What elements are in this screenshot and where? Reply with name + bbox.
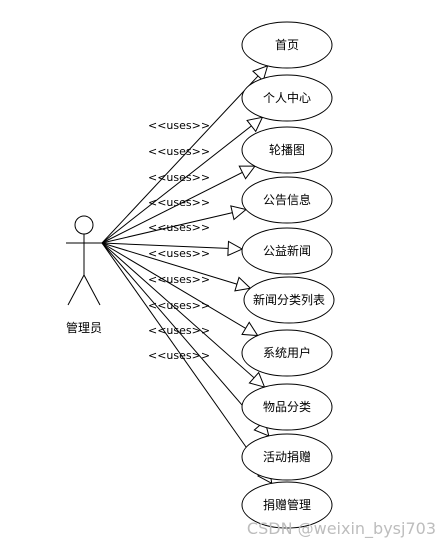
- use-case-label: 轮播图: [269, 143, 305, 157]
- use-case-ellipse: [241, 227, 333, 275]
- arrowhead: [230, 205, 248, 221]
- use-case-label: 个人中心: [263, 90, 311, 105]
- actor-right-leg: [83, 274, 101, 306]
- uses-label: <<uses>>: [148, 119, 210, 132]
- association-line: [101, 242, 243, 250]
- arrowhead: [227, 240, 244, 257]
- associations: [101, 64, 273, 485]
- association-line: [101, 209, 247, 244]
- use-case-ellipse: [241, 481, 333, 529]
- arrowhead: [238, 165, 256, 180]
- uses-label: <<uses>>: [148, 145, 210, 158]
- association-line: [101, 165, 256, 244]
- use-case-ellipse: [241, 21, 333, 69]
- association-line: [101, 242, 273, 484]
- association-line: [101, 242, 251, 289]
- use-case: 活动捐赠: [241, 433, 333, 481]
- association-line: [101, 242, 270, 437]
- use-case-ellipse: [241, 433, 333, 481]
- use-case: 物品分类: [241, 383, 333, 431]
- uses-label: <<uses>>: [148, 221, 210, 234]
- association-line: [101, 65, 268, 244]
- watermark: CSDN @weixin_bysj703: [247, 519, 436, 539]
- use-case: 公益新闻: [241, 227, 333, 275]
- uses-label: <<uses>>: [148, 299, 210, 312]
- use-case: 个人中心: [241, 74, 333, 122]
- uses-label: <<uses>>: [148, 273, 210, 286]
- use-case: 系统用户: [241, 329, 333, 377]
- actor-left-leg: [67, 274, 85, 306]
- use-case: 公告信息: [241, 176, 333, 224]
- actor-label: 管理员: [66, 320, 102, 335]
- actor-figure: [66, 215, 102, 306]
- uses-label: <<uses>>: [148, 196, 210, 209]
- association-line: [101, 242, 258, 336]
- use-case-ellipse: [243, 276, 335, 324]
- uses-label: <<uses>>: [148, 324, 210, 337]
- use-case-ellipse: [241, 329, 333, 377]
- use-case: 首页: [241, 21, 333, 69]
- use-case-ellipse: [241, 74, 333, 122]
- use-case-label: 系统用户: [263, 345, 311, 360]
- uses-label: <<uses>>: [148, 247, 210, 260]
- arrowhead: [248, 371, 266, 388]
- use-case-label: 公告信息: [263, 192, 311, 207]
- arrowhead: [252, 64, 269, 82]
- use-case: 轮播图: [241, 126, 333, 174]
- uses-label: <<uses>>: [148, 171, 210, 184]
- arrowhead: [241, 321, 259, 337]
- use-case-ellipse: [241, 126, 333, 174]
- actor-head: [74, 215, 94, 235]
- use-case-ellipse: [241, 176, 333, 224]
- use-case-ellipse: [241, 383, 333, 431]
- use-case-label: 首页: [275, 38, 299, 52]
- uses-label: <<uses>>: [148, 349, 210, 362]
- relation-labels: <<uses>> <<uses>> <<uses>> <<uses>> <<uses>>…: [148, 119, 210, 362]
- use-case: 捐赠管理: [241, 481, 333, 529]
- use-case-label: 公益新闻: [263, 243, 311, 258]
- arrowhead: [246, 116, 264, 133]
- use-case-label: 捐赠管理: [263, 497, 311, 512]
- use-case-label: 新闻分类列表: [253, 292, 325, 307]
- use-case-label: 活动捐赠: [263, 450, 311, 464]
- arrowhead: [234, 276, 252, 292]
- use-case: 新闻分类列表: [243, 276, 335, 324]
- association-line: [101, 242, 265, 388]
- use-case-label: 物品分类: [263, 400, 311, 414]
- association-line: [101, 116, 263, 244]
